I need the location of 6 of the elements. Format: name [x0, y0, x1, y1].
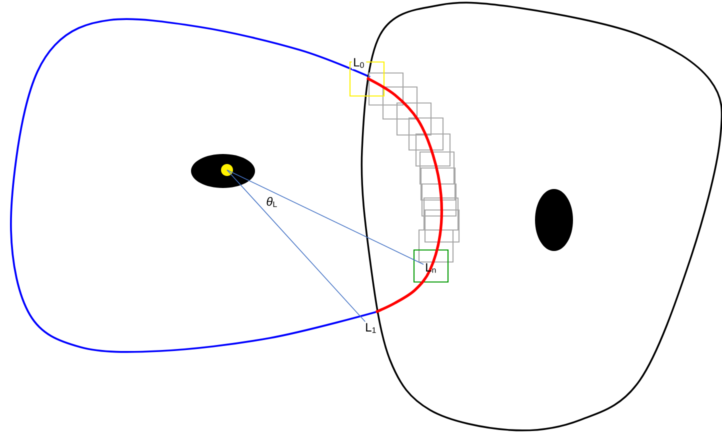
source-dot: [221, 164, 233, 176]
point-label: θ$_{L}$: [264, 196, 280, 208]
sight-line: [226, 170, 424, 265]
point-label: L$_{1}$: [366, 323, 376, 333]
point-label: L$_{0}$: [352, 56, 366, 70]
sight-line: [226, 170, 366, 322]
